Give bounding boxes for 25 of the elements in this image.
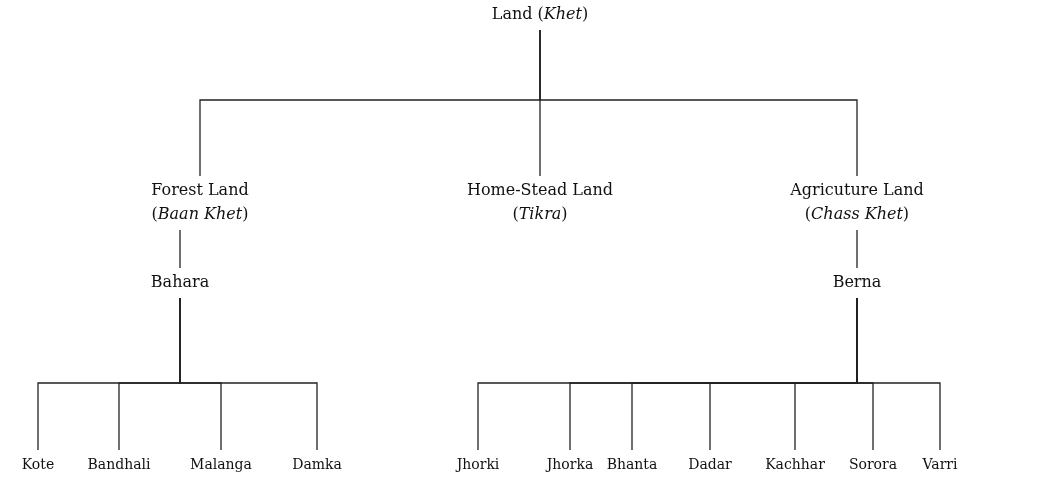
tree-connector bbox=[539, 29, 858, 177]
category-label: Dadar bbox=[688, 452, 732, 476]
category-label: Bandhali bbox=[87, 452, 151, 476]
tree-connector bbox=[179, 229, 181, 269]
category-label: Malanga bbox=[190, 452, 252, 476]
category-label: Damka bbox=[292, 452, 342, 476]
category-label: Kote bbox=[21, 452, 55, 476]
category-label: Jhorka bbox=[546, 452, 594, 476]
local-name-label: (Tikra) bbox=[511, 203, 569, 225]
category-label: Sorora bbox=[848, 452, 898, 476]
category-label: Forest Land bbox=[151, 179, 249, 201]
tree-connector bbox=[856, 297, 941, 451]
tree-connector bbox=[179, 297, 318, 451]
category-label: Agricuture Land bbox=[790, 179, 924, 201]
category-label: Bhanta bbox=[606, 452, 658, 476]
category-label: Varri bbox=[922, 452, 958, 476]
local-name-label: (Chass Khet) bbox=[803, 203, 911, 225]
category-label: Kachhar bbox=[765, 452, 825, 476]
category-label: Bahara bbox=[150, 270, 210, 294]
category-label: Jhorki bbox=[456, 452, 500, 476]
tree-connector bbox=[856, 229, 858, 269]
local-name-label: (Baan Khet) bbox=[151, 203, 249, 225]
category-label: Berna bbox=[832, 270, 882, 294]
category-label: Land (Khet) bbox=[491, 2, 589, 26]
category-label: Home-Stead Land bbox=[466, 179, 614, 201]
